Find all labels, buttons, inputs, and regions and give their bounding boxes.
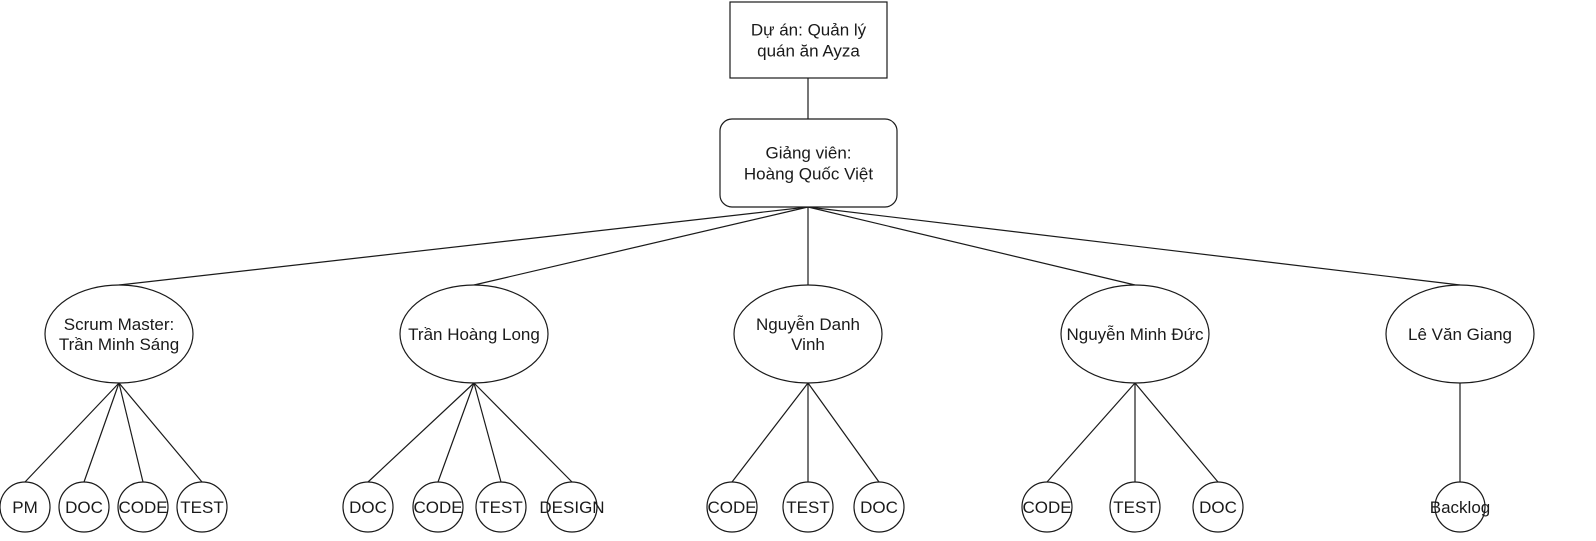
member-label-1: Trần Hoàng Long <box>408 325 540 344</box>
task-node <box>1021 481 1073 533</box>
task-node <box>342 481 394 533</box>
member-node-2 <box>733 284 883 384</box>
task-node <box>782 481 834 533</box>
edge-member-2-task-0 <box>731 382 809 483</box>
member-label-0-line: Trần Minh Sáng <box>59 335 179 354</box>
edge-member-2-task-2 <box>807 382 880 483</box>
member-label-2-line: Vinh <box>791 335 825 354</box>
task-label: TEST <box>479 498 522 517</box>
edge-member-0-task-3 <box>118 382 203 483</box>
task-label: DOC <box>1199 498 1237 517</box>
task-node <box>176 481 228 533</box>
lecturer-node <box>719 118 898 208</box>
edge-lecturer-member-3 <box>807 206 1136 286</box>
member-node-1 <box>399 284 549 384</box>
project-title-line: quán ăn Ayza <box>757 42 860 61</box>
edge-member-3-task-0 <box>1046 382 1136 483</box>
task-node <box>853 481 905 533</box>
task-node <box>706 481 758 533</box>
task-node <box>1434 481 1486 533</box>
edge-member-1-task-2 <box>473 382 502 483</box>
member-label-4: Lê Văn Giang <box>1408 325 1512 344</box>
task-node <box>117 481 169 533</box>
member-label-1-line: Trần Hoàng Long <box>408 325 540 344</box>
task-label: CODE <box>413 498 462 517</box>
member-label-0-line: Scrum Master: <box>64 315 175 334</box>
member-node-0 <box>44 284 194 384</box>
task-label: TEST <box>786 498 829 517</box>
edge-member-0-task-1 <box>83 382 120 483</box>
task-label: TEST <box>180 498 223 517</box>
task-label: TEST <box>1113 498 1156 517</box>
member-node-3 <box>1060 284 1210 384</box>
member-label-4-line: Lê Văn Giang <box>1408 325 1512 344</box>
task-node <box>58 481 110 533</box>
edge-lecturer-member-0 <box>118 206 809 286</box>
project-title: Dự án: Quản lý quán ăn Ayza <box>751 21 867 61</box>
lecturer-label: Giảng viên: Hoàng Quốc Việt <box>744 144 873 184</box>
edge-member-1-task-0 <box>367 382 475 483</box>
task-label: Backlog <box>1430 498 1490 517</box>
task-label: CODE <box>1022 498 1071 517</box>
task-node <box>412 481 464 533</box>
member-label-3: Nguyễn Minh Đức <box>1066 325 1204 344</box>
project-node <box>729 1 888 79</box>
edge-lecturer-member-4 <box>807 206 1461 286</box>
task-label: CODE <box>707 498 756 517</box>
task-label: DOC <box>349 498 387 517</box>
edge-lecturer-member-1 <box>473 206 809 286</box>
task-label: DESIGN <box>539 498 604 517</box>
edge-member-1-task-1 <box>437 382 475 483</box>
edge-member-0-task-2 <box>118 382 144 483</box>
lecturer-label-line: Giảng viên: <box>766 144 852 163</box>
edges <box>24 78 1461 483</box>
task-node <box>1109 481 1161 533</box>
task-label: CODE <box>118 498 167 517</box>
task-node <box>1192 481 1244 533</box>
edge-member-0-task-0 <box>24 382 120 483</box>
task-label: DOC <box>860 498 898 517</box>
task-node <box>475 481 527 533</box>
member-label-2-line: Nguyễn Danh <box>756 315 860 334</box>
task-label: PM <box>12 498 38 517</box>
project-title-line: Dự án: Quản lý <box>751 21 867 40</box>
member-node-4 <box>1385 284 1535 384</box>
member-label-3-line: Nguyễn Minh Đức <box>1066 325 1204 344</box>
edge-member-1-task-3 <box>473 382 573 483</box>
task-node <box>546 481 598 533</box>
task-label: DOC <box>65 498 103 517</box>
task-node <box>0 481 51 533</box>
lecturer-label-line: Hoàng Quốc Việt <box>744 165 873 184</box>
member-label-0: Scrum Master:Trần Minh Sáng <box>59 315 179 354</box>
edge-member-3-task-2 <box>1134 382 1219 483</box>
